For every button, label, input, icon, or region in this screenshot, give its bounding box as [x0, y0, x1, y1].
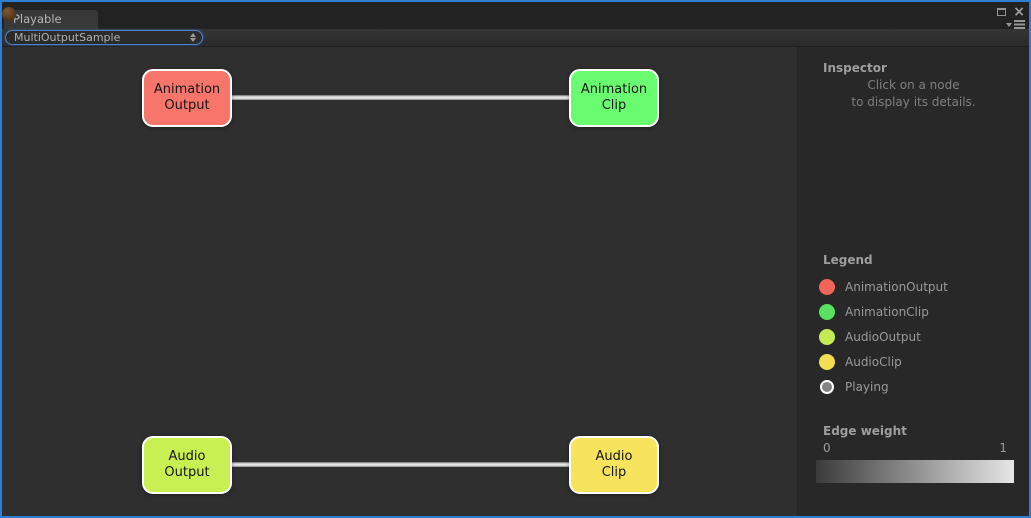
caret-down-icon — [1006, 22, 1012, 27]
edge-weight-min: 0 — [823, 441, 831, 455]
legend-label: AudioOutput — [845, 329, 921, 344]
graph-canvas[interactable]: Animation Output Animation Clip Audio Ou… — [2, 47, 797, 516]
inspector-title: Inspector — [823, 61, 887, 75]
edge-weight-max: 1 — [999, 441, 1007, 455]
edge-audio — [230, 462, 571, 467]
animation-clip-swatch-icon — [819, 303, 835, 320]
legend-label: Playing — [845, 379, 889, 394]
node-animation-clip[interactable]: Animation Clip — [569, 69, 659, 127]
window-controls: × — [997, 4, 1025, 29]
inspector-hint: Click on a node to display its details. — [851, 78, 976, 109]
popup-arrows-icon — [190, 33, 196, 42]
sidebar: Inspector Click on a node to display its… — [797, 47, 1029, 516]
audio-output-swatch-icon — [819, 328, 835, 345]
edge-animation — [230, 95, 571, 100]
main-content: Animation Output Animation Clip Audio Ou… — [2, 47, 1029, 516]
playing-swatch-icon — [820, 379, 834, 394]
tab-playable-graph[interactable]: Playable Graph — [2, 7, 98, 45]
graph-selector-value: MultiOutputSample — [14, 31, 121, 44]
toolbar: MultiOutputSample — [2, 29, 1029, 47]
animation-output-swatch-icon — [819, 278, 835, 295]
legend-item-audio-clip: AudioClip — [819, 349, 948, 374]
legend-label: AnimationClip — [845, 304, 929, 319]
close-icon[interactable]: × — [1013, 4, 1025, 20]
hamburger-icon — [1014, 20, 1025, 29]
legend-label: AudioClip — [845, 354, 902, 369]
title-bar: Playable Graph × — [2, 2, 1029, 45]
edge-weight-title: Edge weight — [823, 424, 907, 438]
legend-item-animation-clip: AnimationClip — [819, 299, 948, 324]
graph-selector-dropdown[interactable]: MultiOutputSample — [5, 30, 203, 45]
window-menu-icon[interactable] — [1006, 20, 1025, 29]
maximize-icon[interactable] — [997, 8, 1007, 16]
legend-title: Legend — [823, 253, 873, 267]
legend-item-playing: Playing — [819, 374, 948, 399]
legend-item-audio-output: AudioOutput — [819, 324, 948, 349]
audio-clip-swatch-icon — [819, 353, 835, 370]
legend-item-animation-output: AnimationOutput — [819, 274, 948, 299]
edge-weight-gradient — [816, 460, 1014, 483]
node-audio-output[interactable]: Audio Output — [142, 436, 232, 494]
node-animation-output[interactable]: Animation Output — [142, 69, 232, 127]
graph-tab-icon — [2, 7, 16, 21]
legend-list: AnimationOutput AnimationClip AudioOutpu… — [819, 274, 948, 399]
node-audio-clip[interactable]: Audio Clip — [569, 436, 659, 494]
legend-label: AnimationOutput — [845, 279, 948, 294]
